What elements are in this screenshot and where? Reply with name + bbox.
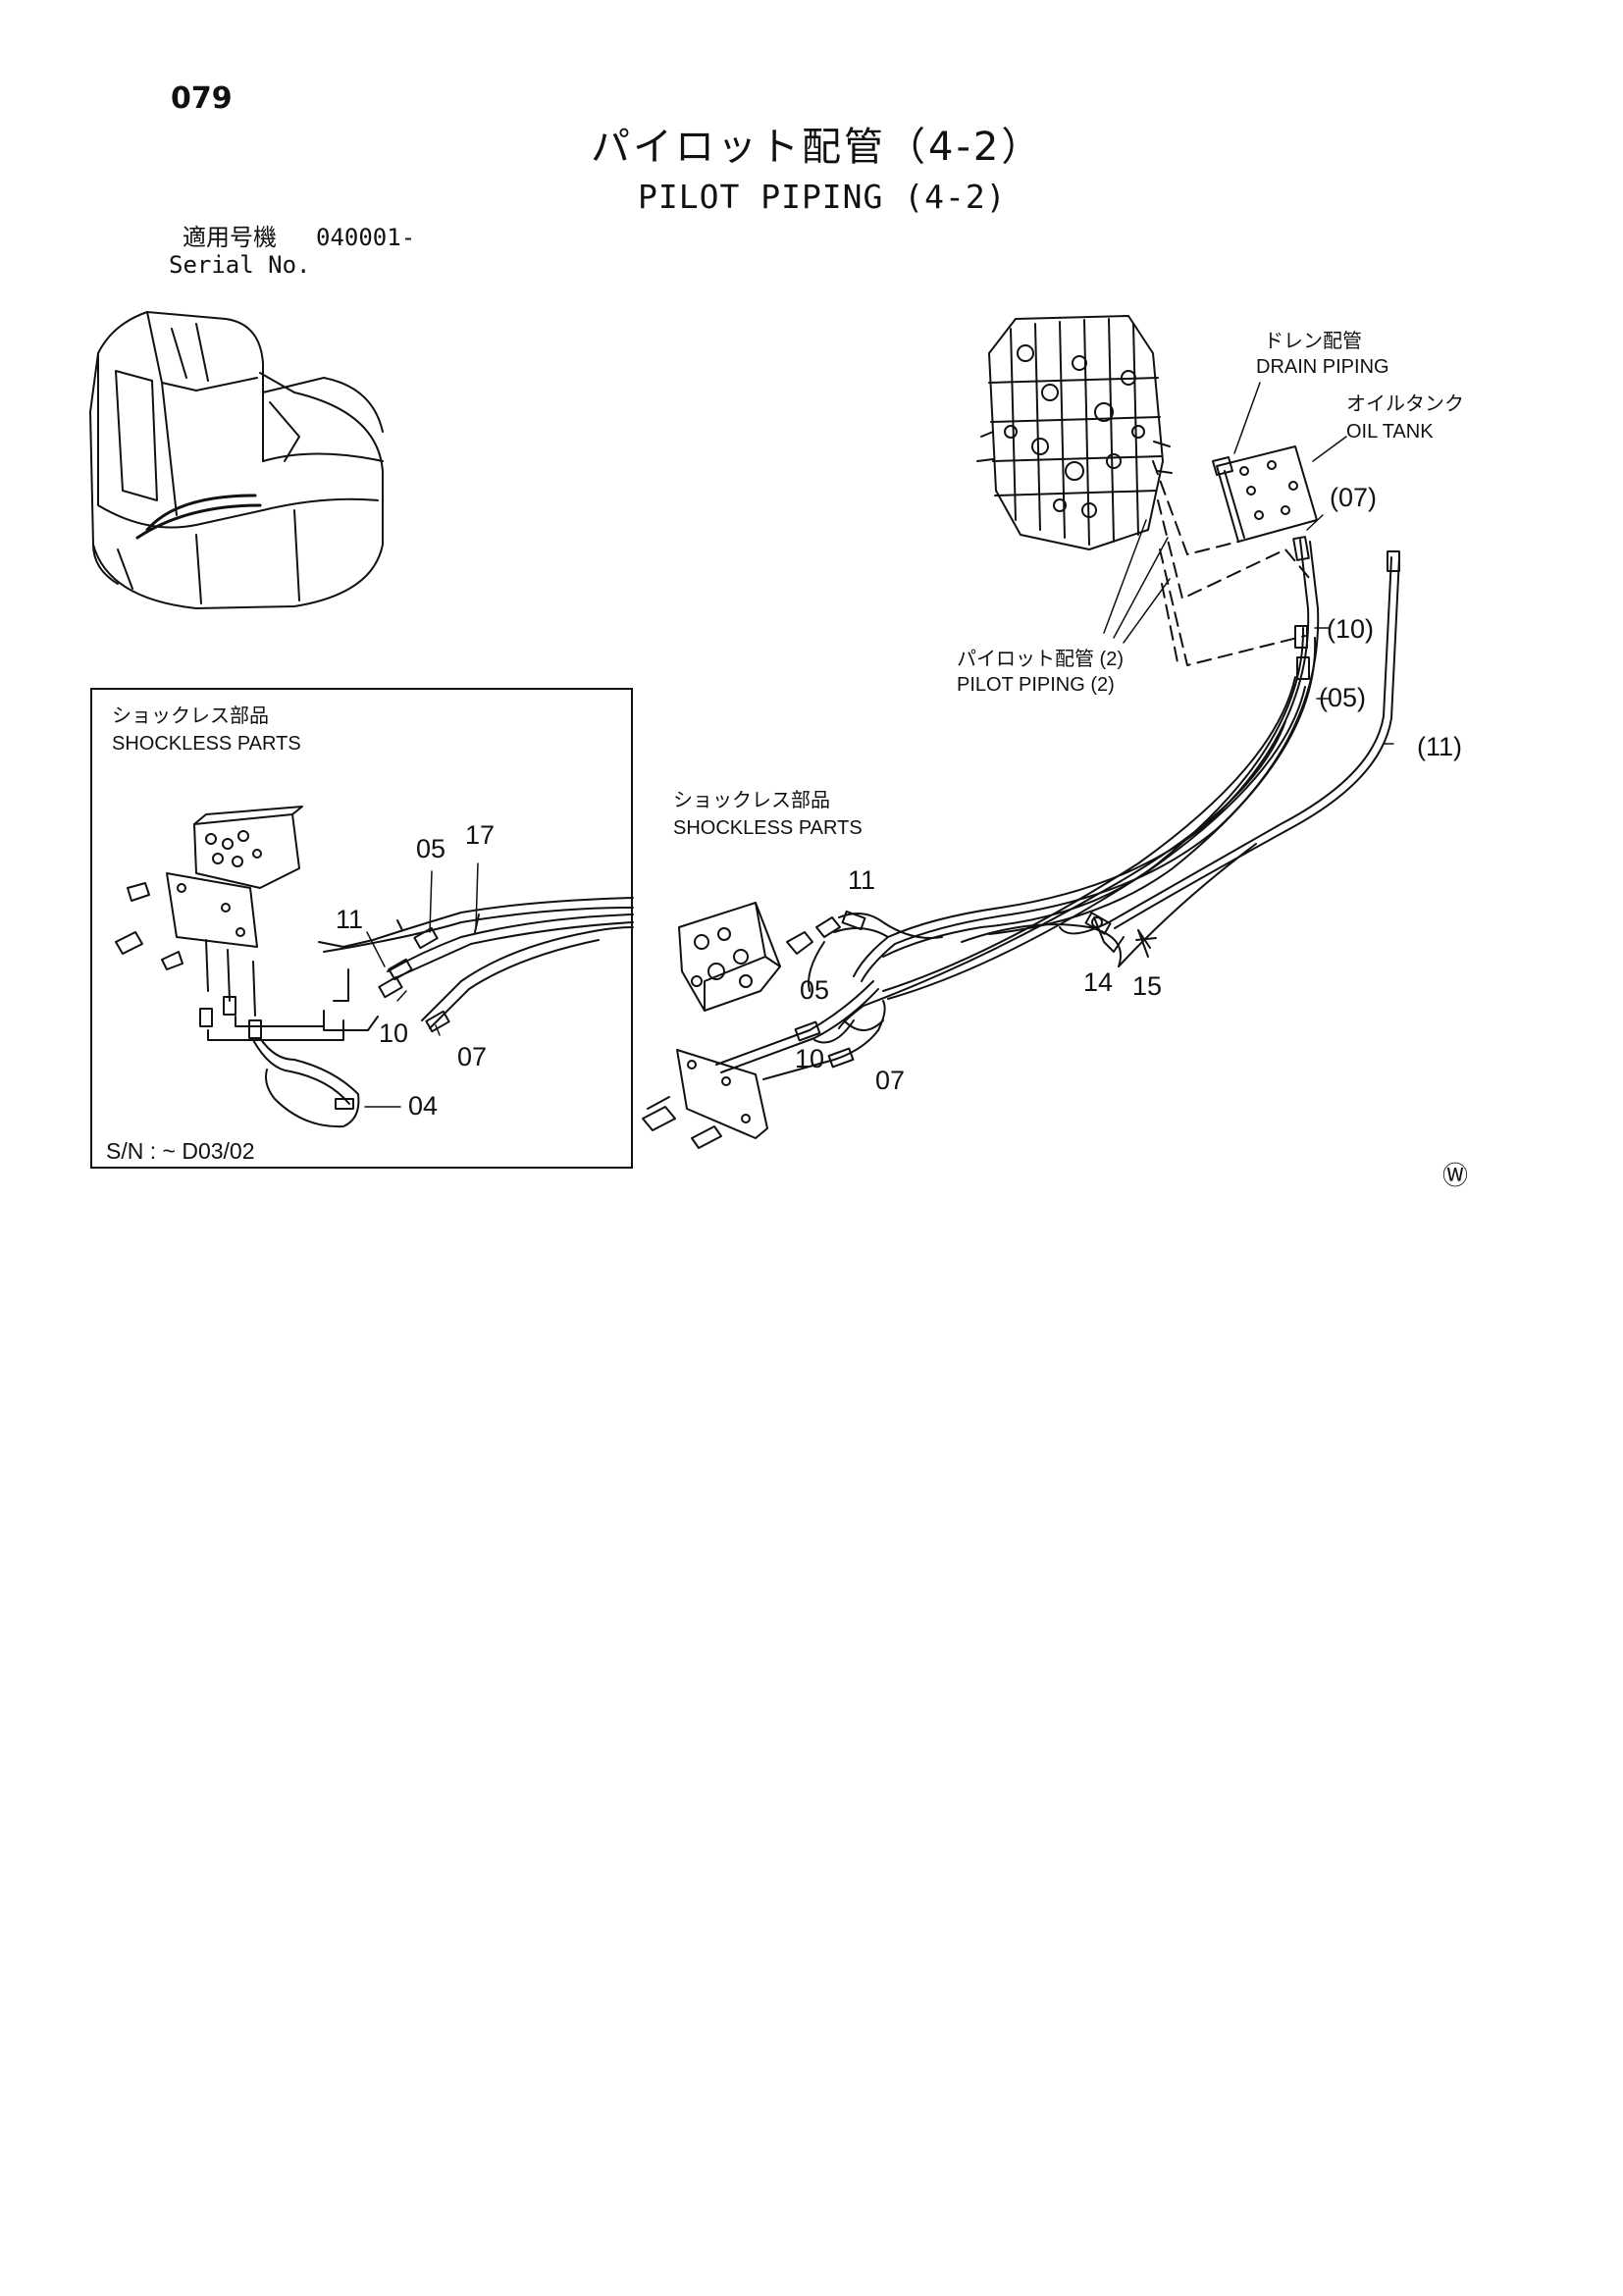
- oil-tank-label-japanese: オイルタンク: [1346, 393, 1464, 415]
- shockless-block-illustration: [678, 902, 943, 1012]
- inset-part-number-05: 05: [416, 834, 446, 863]
- inset-part-number-11: 11: [336, 905, 364, 934]
- machine-overview-illustration: [89, 311, 384, 609]
- serial-label-japanese: 適用号機: [183, 224, 277, 251]
- part-ref-11: (11): [1417, 732, 1463, 761]
- part-number-11: 11: [848, 865, 876, 895]
- main-pilot-hoses: [813, 539, 1400, 1044]
- pilot-piping-label-english: PILOT PIPING (2): [957, 674, 1115, 696]
- drain-piping-label-english: DRAIN PIPING: [1256, 356, 1389, 378]
- serial-number-value: 040001-: [316, 224, 416, 251]
- part-number-10: 10: [795, 1044, 825, 1073]
- part-ref-07: (07): [1330, 483, 1378, 512]
- pilot-piping-label-japanese: パイロット配管 (2): [957, 649, 1124, 670]
- inset-part-number-10: 10: [379, 1018, 409, 1048]
- shockless-parts-inset: [90, 688, 633, 1169]
- inset-serial-note: S/N : ~ D03/02: [106, 1138, 255, 1164]
- w-symbol: Ⓦ: [1442, 1162, 1469, 1191]
- inset-header-japanese: ショックレス部品: [112, 705, 269, 727]
- page-title-japanese: パイロット配管（4-2）: [591, 125, 1044, 170]
- part-number-05: 05: [800, 975, 830, 1005]
- inset-shockless-illustration: [115, 806, 634, 1128]
- hose-fittings: [1084, 536, 1400, 949]
- part-number-15: 15: [1132, 971, 1163, 1001]
- page-title-english: PILOT PIPING (4-2): [638, 178, 1007, 216]
- part-ref-10: (10): [1327, 614, 1375, 644]
- bolt-parts-illustration: [1091, 916, 1149, 958]
- drain-piping-label-japanese: ドレン配管: [1264, 331, 1362, 352]
- inset-part-number-17: 17: [465, 820, 496, 850]
- inset-leader-lines: [364, 862, 479, 1108]
- part-number-07: 07: [875, 1066, 906, 1095]
- bracket-illustration: [642, 980, 886, 1149]
- serial-label-english: Serial No.: [169, 251, 311, 279]
- control-valve-illustration: [976, 315, 1173, 550]
- inset-part-number-07: 07: [457, 1042, 488, 1071]
- inset-part-number-04: 04: [408, 1091, 439, 1121]
- oil-tank-label-english: OIL TANK: [1346, 421, 1434, 443]
- page-number: 079: [171, 81, 233, 116]
- shockless-parts-label-japanese: ショックレス部品: [673, 790, 830, 811]
- leader-lines: [1103, 382, 1394, 745]
- oil-tank-plate-illustration: [1212, 445, 1318, 543]
- part-number-14: 14: [1083, 967, 1114, 997]
- inset-header-english: SHOCKLESS PARTS: [112, 733, 301, 755]
- part-ref-05: (05): [1319, 683, 1367, 712]
- dashed-connection-lines: [1152, 460, 1311, 666]
- shockless-parts-label-english: SHOCKLESS PARTS: [673, 817, 863, 839]
